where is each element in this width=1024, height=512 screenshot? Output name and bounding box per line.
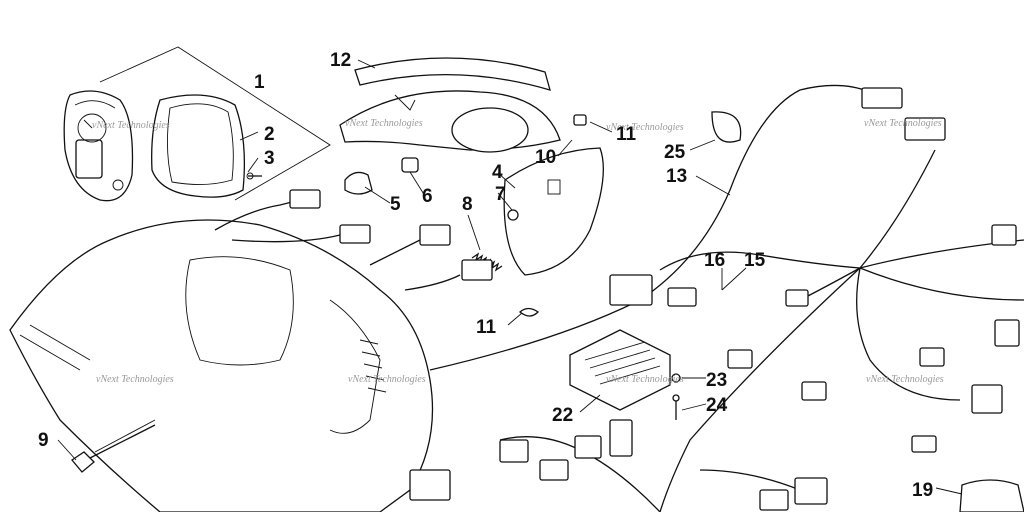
watermark-5: vNext Technologies [96,374,174,385]
callout-2: 2 [264,124,275,145]
bolt-9 [71,419,156,473]
callout-6: 6 [422,186,433,207]
callout-15: 15 [744,250,766,271]
gauge-housing [151,94,246,198]
screw-3 [246,172,262,180]
callout-8: 8 [462,194,473,215]
clip-11-upper [573,114,587,126]
watermark-2: vNext Technologies [345,118,423,129]
hood-fairing [9,219,434,512]
watermark-7: vNext Technologies [606,374,684,385]
watermark-4: vNext Technologies [864,118,942,129]
watermark-6: vNext Technologies [348,374,426,385]
headlight-cover [503,147,604,276]
callout-10: 10 [535,147,556,168]
boot-19 [959,479,1024,512]
callout-labels: 1 2 3 4 5 6 7 8 9 10 11 11 12 13 15 16 1… [38,50,933,501]
callout-19: 19 [912,480,933,501]
voltage-regulator [569,329,671,411]
clamp-25 [711,111,742,143]
bulb-6 [401,157,419,173]
bulb-5 [344,171,373,195]
callout-25: 25 [664,142,686,163]
bolt-24 [672,394,680,420]
windshield-trim [354,57,551,91]
washer-23 [671,373,681,383]
callout-11-upper: 11 [616,124,637,145]
callout-13: 13 [666,166,687,187]
watermark-8: vNext Technologies [866,374,944,385]
callout-4: 4 [492,162,503,183]
callout-1-bracket [99,46,331,201]
callout-1: 1 [254,72,265,93]
speedometer-gauge [63,90,134,202]
callout-9: 9 [38,430,49,451]
callout-24: 24 [706,395,728,416]
callout-12: 12 [330,50,351,71]
gauge-harness [214,189,493,291]
watermark-1: vNext Technologies [92,120,170,131]
headlight-bracket [339,90,561,153]
leader-lines [57,59,963,495]
watermarks: vNext Technologies vNext Technologies vN… [92,118,944,385]
callout-11-lower: 11 [476,317,497,338]
callout-23: 23 [706,370,727,391]
callout-16: 16 [704,250,725,271]
callout-7: 7 [495,184,506,205]
main-harness [409,84,1024,512]
nut-7 [507,209,519,221]
clip-11-lower [518,307,540,317]
watermark-3: vNext Technologies [606,122,684,133]
callout-5: 5 [390,194,401,215]
callout-3: 3 [264,148,275,169]
callout-22: 22 [552,405,573,426]
